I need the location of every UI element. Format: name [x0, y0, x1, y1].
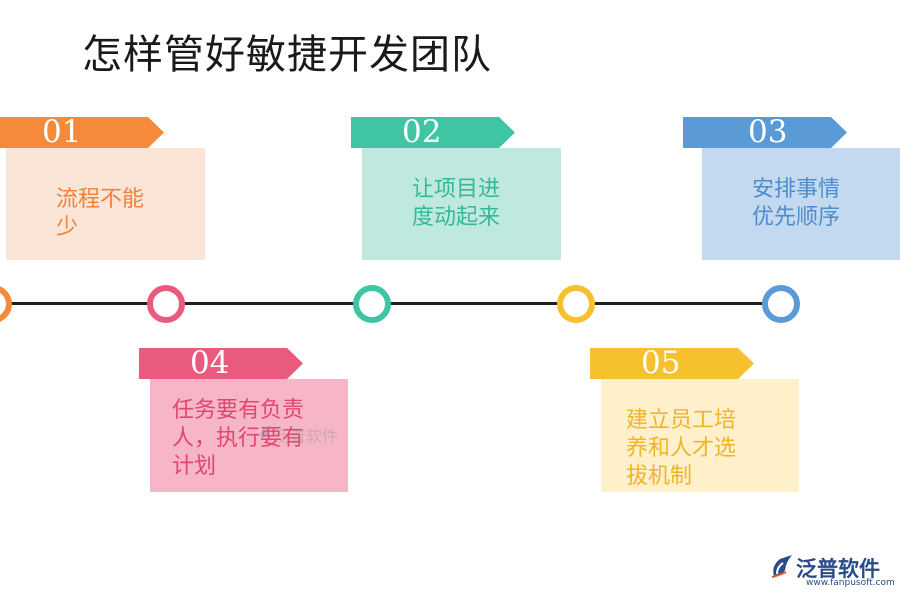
brand-logo-icon — [771, 555, 792, 578]
step-02-text-line: 度动起来 — [412, 205, 501, 230]
timeline-line — [0, 302, 790, 305]
page-title: 怎样管好敏捷开发团队 — [82, 32, 492, 78]
step-05-number: 05 — [641, 345, 681, 381]
step-05-tag: 05 — [590, 348, 754, 379]
step-05-card: 建立员工培 养和人才选 拔机制 — [601, 379, 799, 492]
step-05-text-line: 养和人才选 — [626, 436, 737, 461]
watermark-text: 泛普软件 — [274, 427, 339, 446]
step-02-tag: 02 — [351, 117, 515, 148]
step-01-text-line: 流程不能 — [56, 187, 145, 212]
step-03-tag: 03 — [683, 117, 847, 148]
brand-name: 泛普软件 — [796, 557, 880, 581]
step-04-text-line: 人，执行要有 — [172, 426, 305, 451]
step-04-tag: 04 — [139, 348, 303, 379]
step-01-tag: 01 — [0, 117, 164, 148]
step-02-text-line: 让项目进 — [412, 177, 501, 202]
step-05-text-line: 拔机制 — [626, 464, 693, 489]
step-04-card: 任务要有负责 人，执行要有 计划 — [150, 379, 348, 492]
timeline-node — [147, 285, 185, 323]
step-02-card: 让项目进 度动起来 — [362, 148, 561, 260]
step-04-text-line: 计划 — [172, 454, 217, 479]
step-03-text-line: 优先顺序 — [752, 205, 841, 230]
step-02-number: 02 — [402, 114, 442, 150]
step-04-text-line: 任务要有负责 — [172, 398, 305, 423]
step-03-text-line: 安排事情 — [752, 177, 841, 202]
brand-url: www.fanpusoft.com — [806, 578, 895, 588]
step-01-text-line: 少 — [56, 215, 79, 240]
timeline-node — [557, 285, 595, 323]
brand-logo: 泛普软件 www.fanpusoft.com — [770, 553, 895, 588]
step-05-text-line: 建立员工培 — [626, 408, 737, 433]
step-01-card: 流程不能 少 — [6, 148, 205, 260]
watermark-logo-icon — [260, 425, 271, 439]
step-03-card: 安排事情 优先顺序 — [702, 148, 900, 260]
step-04-number: 04 — [190, 345, 230, 381]
watermark: 泛普软件 — [258, 423, 338, 446]
step-03-number: 03 — [748, 114, 788, 150]
timeline-node — [0, 285, 12, 323]
step-01-number: 01 — [42, 114, 82, 150]
timeline-node — [762, 285, 800, 323]
timeline-node — [353, 285, 391, 323]
